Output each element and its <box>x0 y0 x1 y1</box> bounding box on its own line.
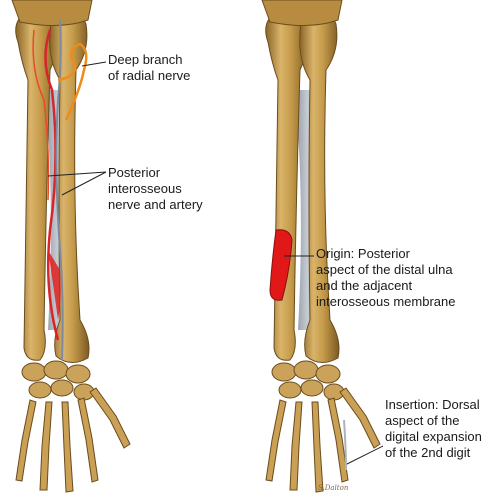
posterior-interosseous-nerve-and-artery <box>32 19 64 361</box>
digital-expansion <box>343 419 347 471</box>
leader-insertion <box>344 445 384 466</box>
artist-signature: S.Dalton <box>318 484 349 492</box>
origin-label: Origin: Posterior aspect of the distal u… <box>316 246 456 309</box>
leader-posterior-2 <box>47 171 107 177</box>
posterior-interosseous-label: Posterior interosseous nerve and artery <box>108 165 203 212</box>
deep-branch-label: Deep branch of radial nerve <box>108 52 191 83</box>
deep-branch-of-radial-nerve <box>57 42 88 121</box>
insertion-label: Insertion: Dorsal aspect of the digital … <box>385 397 482 460</box>
muscle-origin-highlight <box>269 229 293 301</box>
leader-deep-branch <box>81 61 107 67</box>
leader-posterior-1 <box>61 171 107 196</box>
